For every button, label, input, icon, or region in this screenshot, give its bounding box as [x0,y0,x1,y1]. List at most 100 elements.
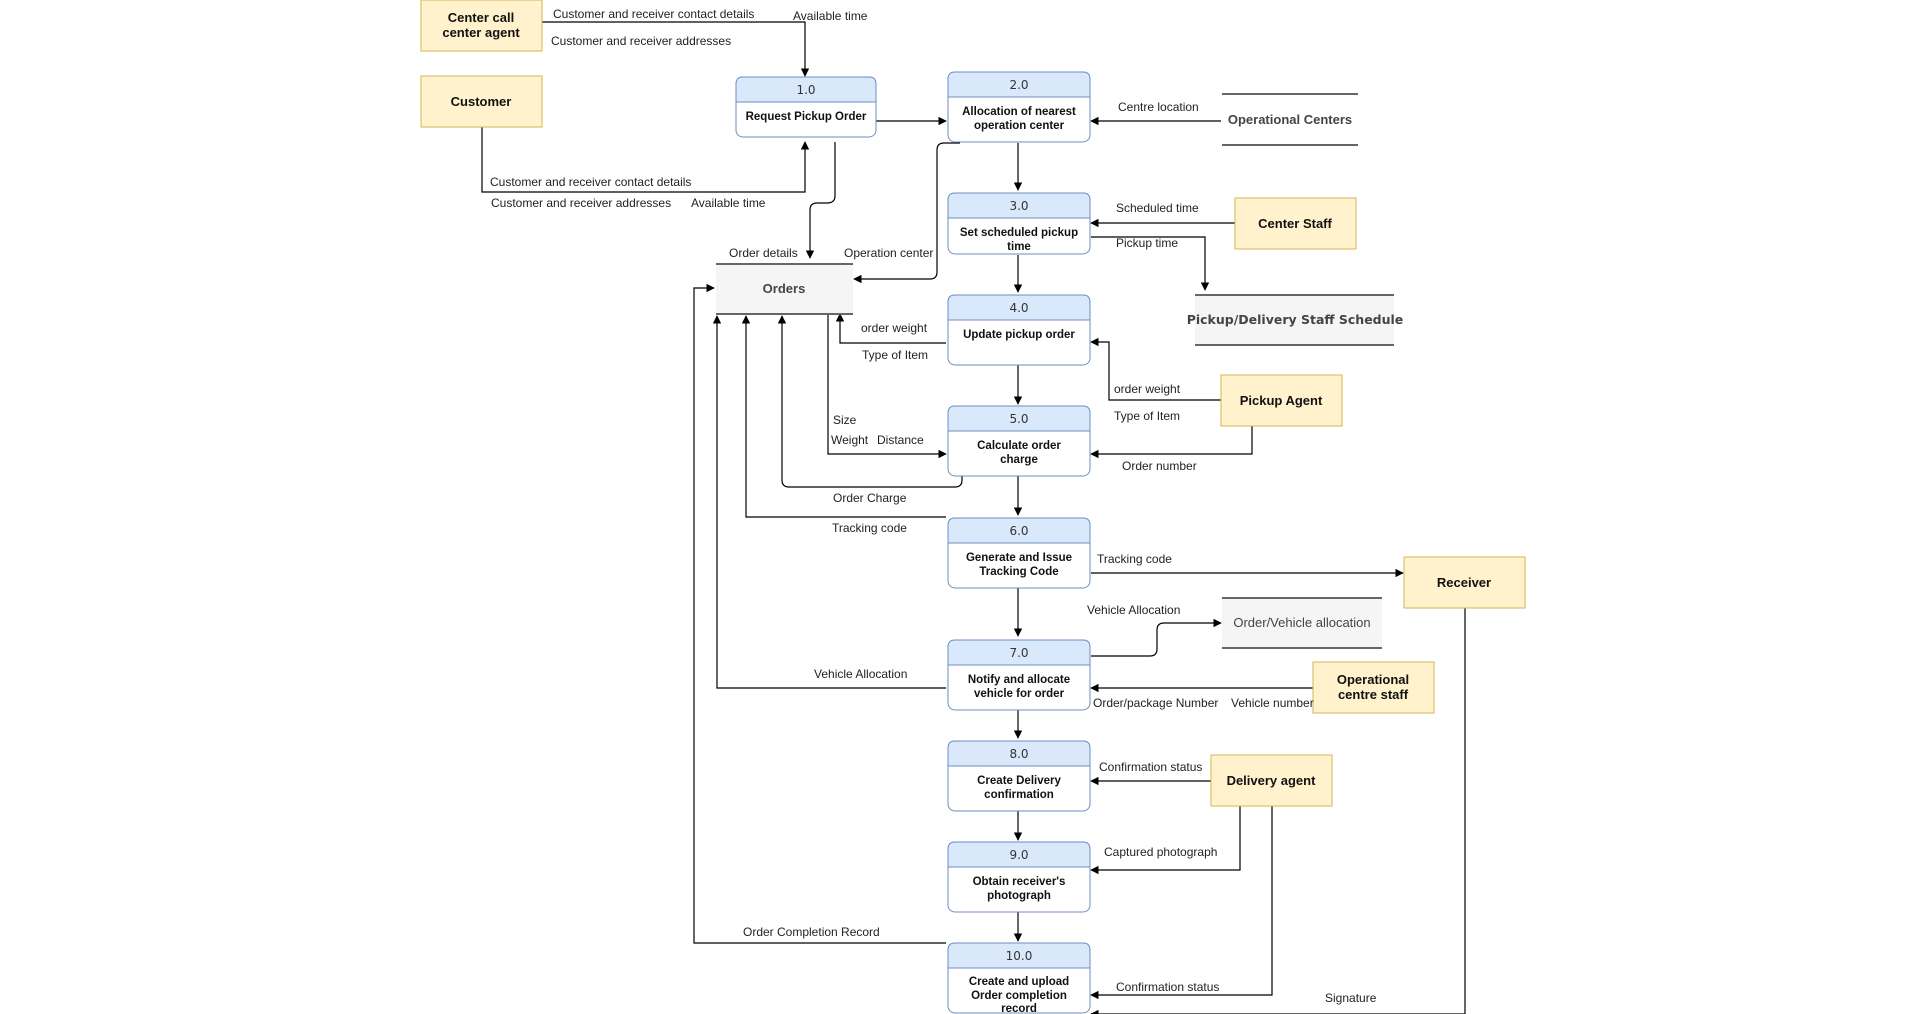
process-name-line: confirmation [984,789,1054,801]
flow-label: Type of Item [862,348,928,362]
process-number: 8.0 [1009,747,1028,761]
process-name-line: vehicle for order [974,688,1065,700]
entity-receiver: Receiver [1403,556,1526,609]
process-name-line: Notify and allocate [968,674,1070,686]
flow-label: Vehicle Allocation [1087,603,1180,617]
store-label: Order/Vehicle allocation [1233,615,1370,630]
process-name-line: Obtain receiver's [973,876,1066,888]
entity-label-line: Delivery agent [1227,773,1317,788]
flow-label: Customer and receiver contact details [553,7,754,21]
process-number: 1.0 [796,83,815,97]
flow-label: Available time [793,9,868,23]
process-name-line: Order completion [971,990,1067,1002]
flow-label: Order Completion Record [743,925,880,939]
process-header [947,294,1091,321]
flow-edges [481,21,1466,1014]
process-2: 2.0 Allocation of nearest operation cent… [947,71,1091,143]
process-number: 10.0 [1006,949,1033,963]
flow-label: Vehicle number [1231,696,1314,710]
entity-box [1234,197,1357,250]
process-name-line: Set scheduled pickup [960,227,1078,239]
entity-box [1312,661,1435,714]
store-label: Orders [763,281,806,296]
store-fill [1195,295,1394,345]
flow-label: Confirmation status [1099,760,1202,774]
flow-label: Customer and receiver addresses [491,196,671,210]
flow-label: Signature [1325,991,1377,1005]
entity-box [1210,754,1333,807]
flow-label: Type of Item [1114,409,1180,423]
flow-label: order weight [1114,382,1181,396]
edge-p1-to-orders [805,142,836,259]
process-name-line: operation center [974,120,1065,132]
edge-p7-to-orders [712,315,946,689]
process-5: 5.0 Calculate order charge [947,405,1091,477]
flow-label: Operation center [844,246,933,260]
process-9: 9.0 Obtain receiver's photograph [947,841,1091,913]
process-number: 2.0 [1009,78,1028,92]
edge-orders-to-p5 [827,314,947,459]
edge-pickup-to-p5 [1090,426,1253,459]
external-entities: Center call center agent Customer Center… [420,0,1526,807]
process-number: 3.0 [1009,199,1028,213]
flow-label: Weight [831,433,869,447]
process-1: 1.0 Request Pickup Order [735,76,877,138]
flow-label: Tracking code [1097,552,1172,566]
process-header [947,841,1091,868]
edge-p3-to-schedule [1091,236,1210,291]
flow-label: Tracking code [832,521,907,535]
process-number: 6.0 [1009,524,1028,538]
edge-delivery-to-p9 [1090,806,1241,875]
store-fill [716,264,853,314]
entity-delivery-agent: Delivery agent [1210,754,1333,807]
entity-box [420,0,543,52]
data-stores: Operational Centers Orders Pickup/Delive… [716,93,1404,649]
flow-label: order weight [861,321,928,335]
store-label: Operational Centers [1228,112,1352,127]
process-header [947,71,1091,98]
entity-label-line: center agent [442,25,520,40]
process-10: 10.0 Create and upload Order completion … [947,942,1091,1014]
entity-label-line: centre staff [1338,687,1409,702]
entity-customer: Customer [420,75,543,128]
process-name-line: Calculate order [977,440,1061,452]
store-label: Pickup/Delivery Staff Schedule [1187,312,1404,327]
edge-pickup-to-p4 [1090,337,1221,401]
flow-labels: Customer and receiver contact details Cu… [490,7,1377,1005]
edge-p2-to-orders [853,142,960,284]
entity-label-line: Operational [1337,672,1409,687]
process-header [947,192,1091,219]
edge-p7-to-vehicle-store [1091,618,1222,657]
flow-label: Customer and receiver contact details [490,175,691,189]
entity-box [1403,556,1526,609]
process-7: 7.0 Notify and allocate vehicle for orde… [947,639,1091,711]
process-name-line: Update pickup order [963,329,1075,341]
entity-call-center-agent: Center call center agent [420,0,543,52]
flow-label: Captured photograph [1104,845,1217,859]
processes: 1.0 Request Pickup Order 2.0 Allocation … [735,71,1091,1014]
process-number: 7.0 [1009,646,1028,660]
flow-label: Order/package Number [1093,696,1218,710]
flow-label: Distance [877,433,924,447]
process-header [947,942,1091,969]
process-8: 8.0 Create Delivery confirmation [947,740,1091,812]
edge-delivery-to-p10 [1090,806,1273,1000]
edge-p4-to-orders [835,313,946,344]
flow-label: Order Charge [833,491,907,505]
edge-agent-to-p1 [541,21,810,77]
store-operational-centers: Operational Centers [1222,93,1358,146]
process-name-line: time [1007,241,1031,253]
store-vehicle-allocation: Order/Vehicle allocation [1222,597,1382,649]
process-name-line: Tracking Code [979,566,1058,578]
process-name-line: record [1001,1003,1037,1014]
process-header [947,405,1091,432]
entity-label-line: Customer [451,94,512,109]
edge-p10-to-orders [693,283,946,944]
flow-label: Scheduled time [1116,201,1199,215]
flow-label: Confirmation status [1116,980,1219,994]
edge-p5-to-orders [777,315,963,488]
process-name-line: Generate and Issue [966,552,1072,564]
entity-box [1220,374,1343,427]
edge-p6-to-orders [741,315,946,518]
